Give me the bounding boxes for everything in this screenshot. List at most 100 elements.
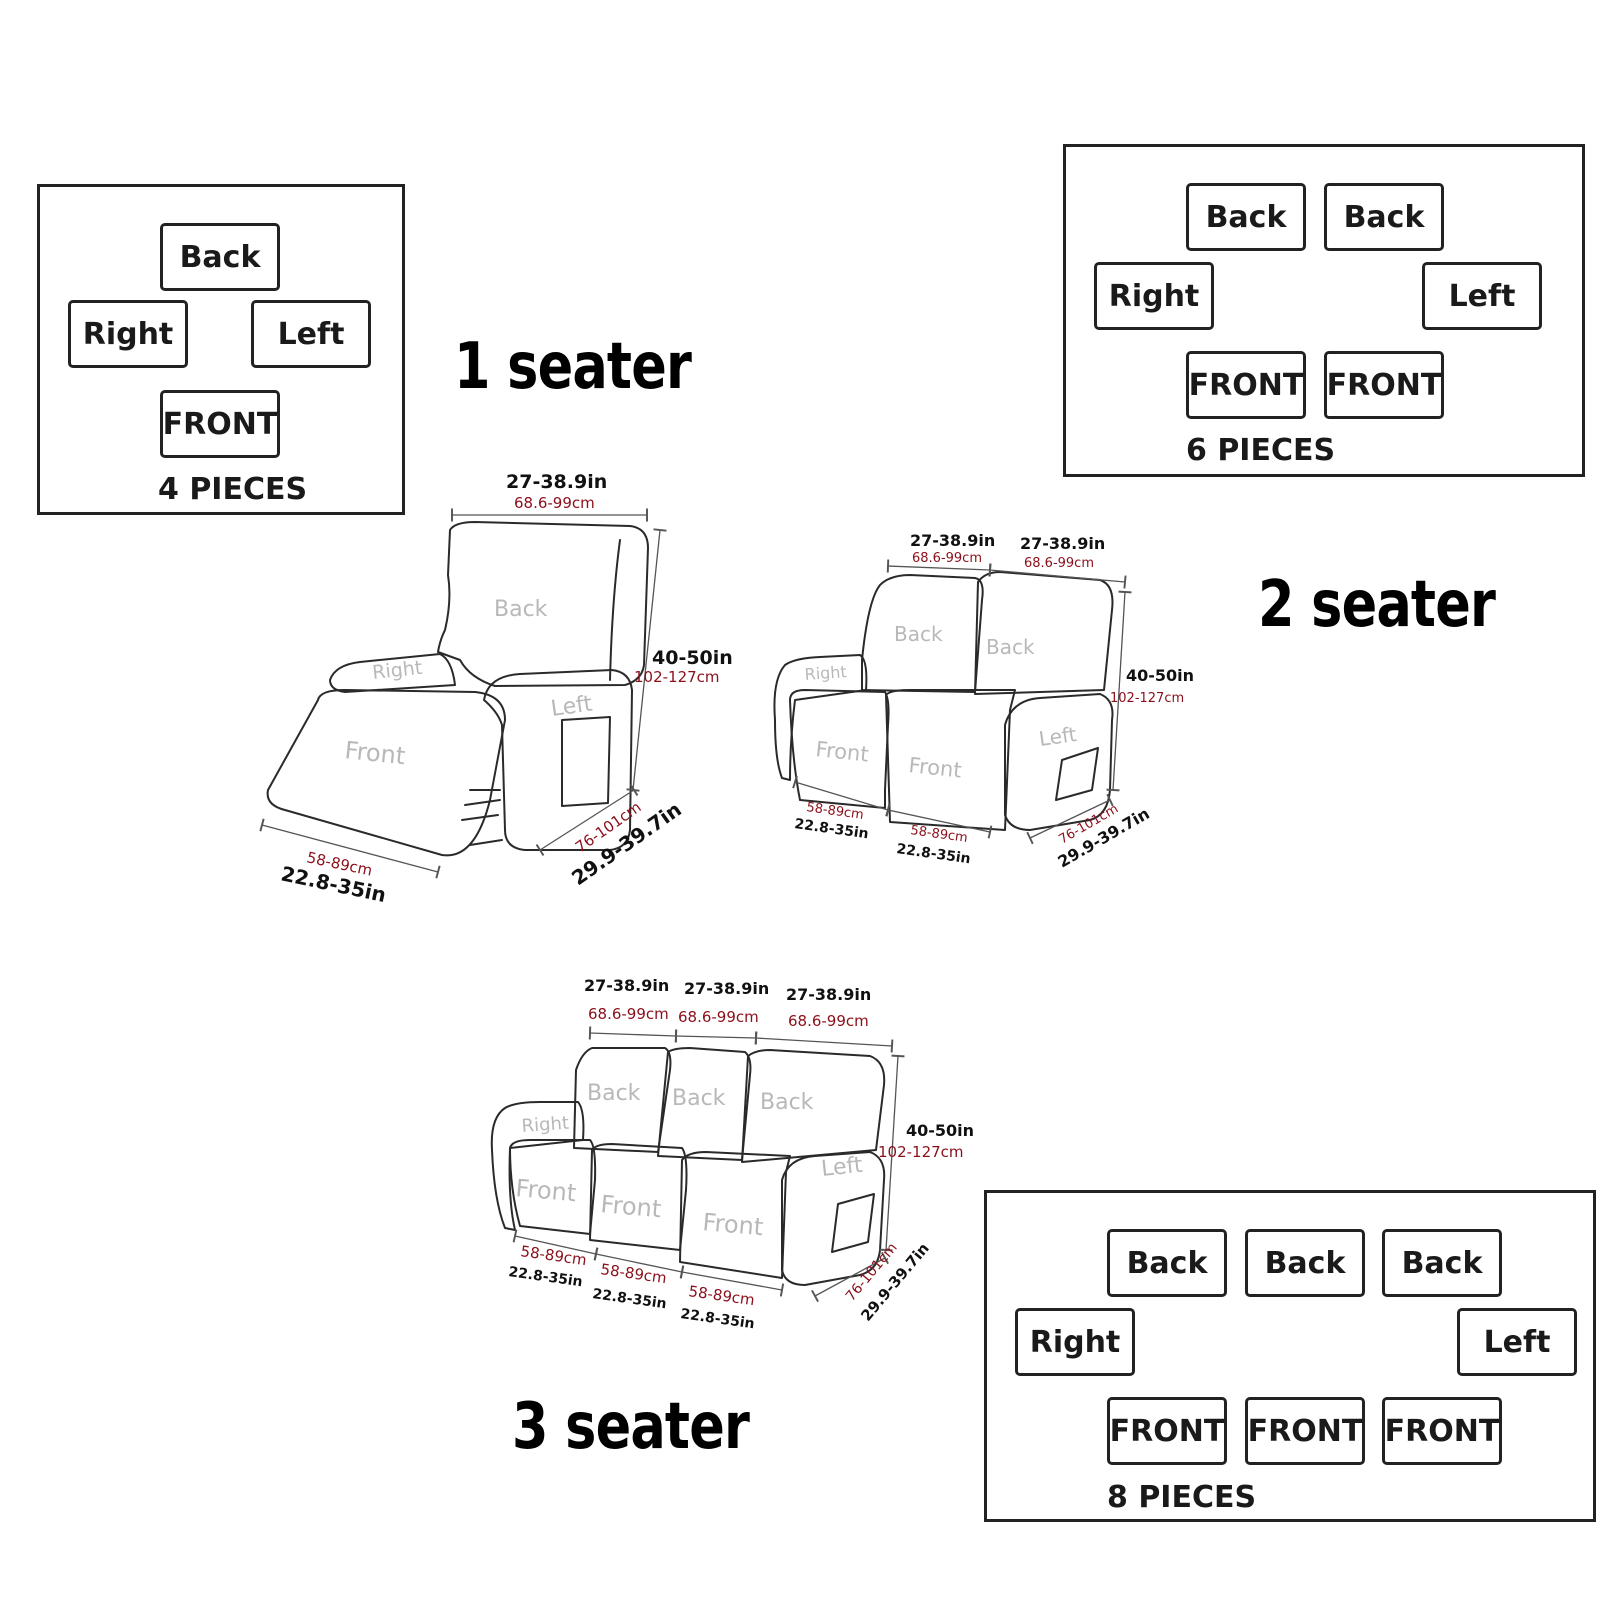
two-seater-height-cm: 102-127cm bbox=[1110, 691, 1184, 706]
two-seater-front-2 bbox=[885, 689, 1016, 831]
three-seater-front-3 bbox=[679, 1151, 791, 1279]
three-seater-label-back-2: Back bbox=[672, 1086, 726, 1111]
three-seater-pocket bbox=[831, 1193, 875, 1253]
two-seater-depth-line bbox=[1026, 793, 1114, 845]
three-seater-label-left: Left bbox=[820, 1153, 864, 1182]
two-seater-pieces-count: 6 PIECES bbox=[1186, 433, 1336, 468]
two-seater-seat-line-2 bbox=[885, 803, 993, 839]
two-seater-piece-front-2: FRONT bbox=[1324, 351, 1444, 419]
three-seater-width-cm-3: 68.6-99cm bbox=[788, 1012, 869, 1030]
two-seater-piece-right: Right bbox=[1094, 262, 1214, 330]
two-seater-label-back-2: Back bbox=[986, 635, 1035, 659]
two-seater-pocket bbox=[1055, 747, 1099, 801]
three-seater-piece-front-2: FRONT bbox=[1245, 1397, 1365, 1465]
two-seater-width-line-1 bbox=[886, 559, 992, 577]
three-seater-width-cm-1: 68.6-99cm bbox=[588, 1005, 669, 1023]
two-seater-width-in-2: 27-38.9in bbox=[1020, 534, 1105, 553]
one-seater-label-front: Front bbox=[343, 736, 406, 770]
three-seater-height-line bbox=[879, 1054, 905, 1252]
three-seater-seat-in-2: 22.8-35in bbox=[591, 1286, 667, 1312]
three-seater-pieces-box: Back Back Back Right Left FRONT FRONT FR… bbox=[984, 1190, 1596, 1522]
three-seater-height-cm: 102-127cm bbox=[878, 1143, 964, 1161]
one-seater-back-seam bbox=[609, 539, 621, 681]
three-seater-depth-line bbox=[811, 1251, 889, 1303]
one-seater-seat-line bbox=[259, 818, 441, 879]
three-seater-seat-cm-1: 58-89cm bbox=[519, 1242, 587, 1269]
one-seater-piece-front: FRONT bbox=[160, 390, 280, 458]
three-seater-width-line-1 bbox=[588, 1026, 678, 1043]
one-seater-label-back: Back bbox=[494, 597, 548, 622]
two-seater-label-back-1: Back bbox=[894, 622, 943, 646]
three-seater-back-2 bbox=[657, 1047, 752, 1161]
three-seater-label-back-3: Back bbox=[760, 1090, 814, 1115]
three-seater-piece-right: Right bbox=[1015, 1308, 1135, 1376]
one-seater-piece-left: Left bbox=[251, 300, 371, 368]
three-seater-seat-cm-2: 58-89cm bbox=[599, 1260, 667, 1287]
two-seater-label-front-2: Front bbox=[907, 753, 962, 782]
two-seater-front-1 bbox=[789, 689, 890, 809]
three-seater-seat-line-1 bbox=[512, 1229, 599, 1261]
two-seater-label-front-1: Front bbox=[814, 737, 869, 766]
three-seater-piece-back-2: Back bbox=[1245, 1229, 1365, 1297]
one-seater-height-cm: 102-127cm bbox=[634, 668, 720, 686]
three-seater-width-line-3 bbox=[754, 1031, 894, 1053]
two-seater-drawing: Back Back Right Left Front Front 27-38.9… bbox=[773, 531, 1194, 871]
one-seater-pocket bbox=[561, 716, 611, 807]
three-seater-piece-back-3: Back bbox=[1382, 1229, 1502, 1297]
two-seater-piece-back-1: Back bbox=[1186, 183, 1306, 251]
three-seater-piece-back-1: Back bbox=[1107, 1229, 1227, 1297]
two-seater-width-cm-1: 68.6-99cm bbox=[912, 551, 982, 566]
two-seater-piece-left: Left bbox=[1422, 262, 1542, 330]
two-seater-width-cm-2: 68.6-99cm bbox=[1024, 556, 1094, 571]
three-seater-seat-in-3: 22.8-35in bbox=[679, 1306, 755, 1332]
three-seater-label-front-3: Front bbox=[701, 1208, 764, 1241]
three-seater-label-back-1: Back bbox=[587, 1081, 641, 1106]
one-seater-piece-back: Back bbox=[160, 223, 280, 291]
one-seater-back-outline bbox=[437, 521, 649, 687]
three-seater-seat-line-2 bbox=[593, 1247, 685, 1279]
one-seater-width-in: 27-38.9in bbox=[506, 471, 607, 493]
three-seater-width-in-3: 27-38.9in bbox=[786, 985, 871, 1004]
three-seater-piece-left: Left bbox=[1457, 1308, 1577, 1376]
one-seater-mechanism bbox=[461, 789, 503, 846]
one-seater-footrest bbox=[266, 689, 506, 857]
three-seater-width-in-1: 27-38.9in bbox=[584, 976, 669, 995]
two-seater-back-2 bbox=[974, 571, 1114, 695]
two-seater-title: 2 seater bbox=[1258, 568, 1496, 642]
two-seater-height-in: 40-50in bbox=[1126, 666, 1194, 685]
three-seater-width-line-2 bbox=[674, 1029, 758, 1045]
two-seater-right-arm bbox=[773, 654, 868, 781]
one-seater-height-line bbox=[626, 528, 667, 792]
three-seater-front-2 bbox=[589, 1143, 688, 1251]
three-seater-height-in: 40-50in bbox=[906, 1121, 974, 1140]
three-seater-right-arm bbox=[490, 1101, 585, 1231]
three-seater-back-1 bbox=[573, 1047, 672, 1153]
three-seater-width-cm-2: 68.6-99cm bbox=[678, 1008, 759, 1026]
one-seater-label-left: Left bbox=[549, 691, 594, 722]
three-seater-pieces-count: 8 PIECES bbox=[1107, 1480, 1257, 1515]
two-seater-piece-back-2: Back bbox=[1324, 183, 1444, 251]
two-seater-height-line bbox=[1106, 590, 1132, 792]
three-seater-drawing: Back Back Back Right Left Front Front Fr… bbox=[490, 976, 974, 1332]
three-seater-seat-line-3 bbox=[679, 1265, 785, 1297]
two-seater-label-left: Left bbox=[1037, 722, 1078, 751]
three-seater-label-front-1: Front bbox=[514, 1174, 577, 1207]
one-seater-drawing: Back Right Left Front 27-38.9in 68.6-99c… bbox=[259, 471, 733, 907]
two-seater-width-in-1: 27-38.9in bbox=[910, 531, 995, 550]
one-seater-label-right: Right bbox=[371, 657, 423, 684]
one-seater-depth-line bbox=[535, 783, 639, 857]
three-seater-width-in-2: 27-38.9in bbox=[684, 979, 769, 998]
three-seater-piece-front-1: FRONT bbox=[1107, 1397, 1227, 1465]
three-seater-title: 3 seater bbox=[512, 1390, 750, 1464]
one-seater-title: 1 seater bbox=[454, 330, 692, 404]
three-seater-front-1 bbox=[509, 1139, 597, 1235]
two-seater-piece-front-1: FRONT bbox=[1186, 351, 1306, 419]
one-seater-piece-right: Right bbox=[68, 300, 188, 368]
one-seater-height-in: 40-50in bbox=[652, 647, 733, 669]
one-seater-width-cm: 68.6-99cm bbox=[514, 494, 595, 512]
one-seater-right-arm bbox=[329, 653, 456, 693]
three-seater-seat-cm-3: 58-89cm bbox=[687, 1282, 755, 1309]
three-seater-seat-in-1: 22.8-35in bbox=[507, 1264, 583, 1290]
three-seater-label-right: Right bbox=[521, 1113, 570, 1137]
one-seater-pieces-box: Back Right Left FRONT 4 PIECES bbox=[37, 184, 405, 515]
